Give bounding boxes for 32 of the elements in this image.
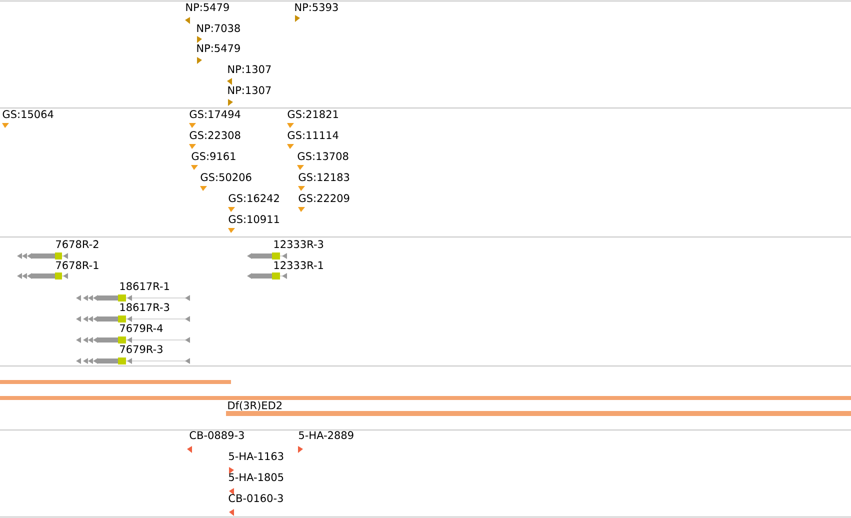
feature-label: GS:50206 <box>200 173 252 182</box>
feature-label: 18617R-3 <box>120 303 170 312</box>
feature-label: NP:5393 <box>295 3 338 12</box>
feature-label: GS:11114 <box>288 131 338 140</box>
feature-label: NP:1307 <box>228 86 271 94</box>
feature-label: GS:16242 <box>228 194 279 202</box>
feature-label: 5-HA-2889 <box>299 431 354 440</box>
feature-label: 18617R-1 <box>120 282 169 290</box>
feature-label: Df(3R)ED2 <box>228 401 282 411</box>
feature-label: 12333R-1 <box>274 261 323 270</box>
feature-label: GS:17494 <box>190 110 240 118</box>
feature-label: GS:10911 <box>228 215 279 224</box>
feature-label: GS:22209 <box>298 194 350 202</box>
feature-label: GS:13708 <box>298 152 348 160</box>
feature-label: 5-HA-1805 <box>229 473 284 482</box>
feature-label: GS:21821 <box>288 110 338 118</box>
feature-label: 7678R-2 <box>56 240 98 248</box>
feature-label: GS:15064 <box>2 110 54 118</box>
feature-label: 7678R-1 <box>56 261 98 270</box>
feature-label: GS:22308 <box>190 131 240 140</box>
feature-label: 7679R-3 <box>120 345 162 354</box>
feature-label: CB-0160-3 <box>228 494 283 502</box>
feature-label: NP:5479 <box>197 44 240 52</box>
feature-label: 5-HA-1163 <box>229 452 284 460</box>
feature-label: CB-0889-3 <box>190 431 244 440</box>
feature-label: GS:12183 <box>298 173 350 182</box>
feature-label: 12333R-3 <box>274 240 324 248</box>
feature-label: GS:9161 <box>192 152 236 160</box>
feature-label: NP:5479 <box>186 3 229 12</box>
feature-label: NP:1307 <box>228 65 271 74</box>
feature-label: NP:7038 <box>197 24 240 32</box>
feature-label: 7679R-4 <box>120 324 163 332</box>
